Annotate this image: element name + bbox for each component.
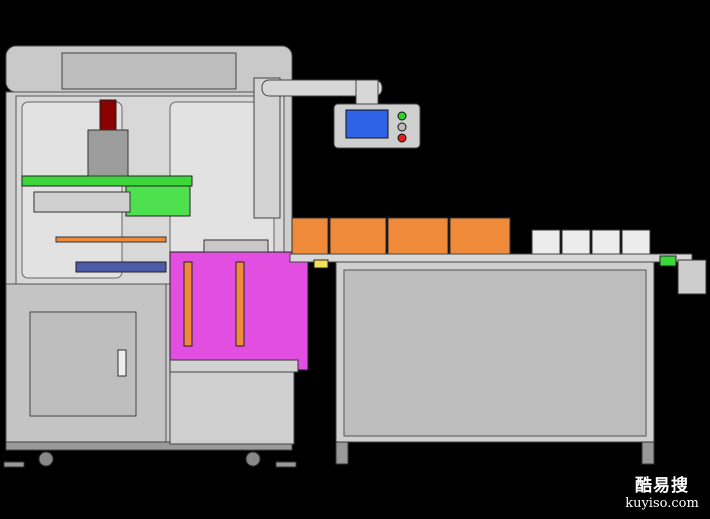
hood-window [61, 52, 237, 90]
orange-carton-1 [291, 217, 329, 255]
arm-drop [355, 79, 379, 107]
support-arm [261, 79, 383, 97]
conveyor-leg-right [641, 441, 655, 465]
pendant-button-grey [397, 122, 407, 132]
table-under-fixture [169, 371, 295, 445]
conveyor-rail [289, 253, 693, 263]
motor-dark-red [99, 99, 117, 131]
hmi-screen [345, 109, 389, 139]
watermark-brand: 酷易搜 [635, 476, 689, 496]
orange-carton-3 [387, 217, 449, 255]
fixture-bar [203, 239, 269, 253]
caster-left [38, 451, 54, 467]
pendant-button-green [397, 111, 407, 121]
white-carton-2 [561, 229, 591, 257]
conveyor-leg-left [335, 441, 349, 465]
conveyor-end-green [659, 255, 677, 267]
green-carriage [125, 185, 191, 217]
door-handle [117, 349, 127, 377]
gantry-beam [33, 191, 131, 213]
green-gantry [21, 175, 193, 187]
watermark-url: kuyiso.com [625, 496, 699, 511]
white-carton-1 [531, 229, 561, 257]
white-carton-4 [621, 229, 651, 257]
sensor-yellow-left [313, 259, 329, 269]
motor-block [87, 129, 129, 177]
base-rail [5, 441, 293, 451]
orange-carton-4 [449, 217, 511, 255]
white-carton-3 [591, 229, 621, 257]
conveyor-table-panel [343, 269, 647, 437]
conveyor-motor [677, 259, 707, 295]
fixture-cylinder-left [183, 261, 193, 347]
pendant-button-red [397, 133, 407, 143]
leveling-foot-left [3, 461, 25, 468]
orange-strip [55, 236, 167, 243]
fixture-base [169, 359, 299, 373]
orange-carton-2 [329, 217, 387, 255]
fixture-cylinder-right [235, 261, 245, 347]
column-post [253, 77, 281, 219]
caster-right [245, 451, 261, 467]
leveling-foot-right [275, 461, 297, 468]
blue-tray [75, 261, 167, 273]
